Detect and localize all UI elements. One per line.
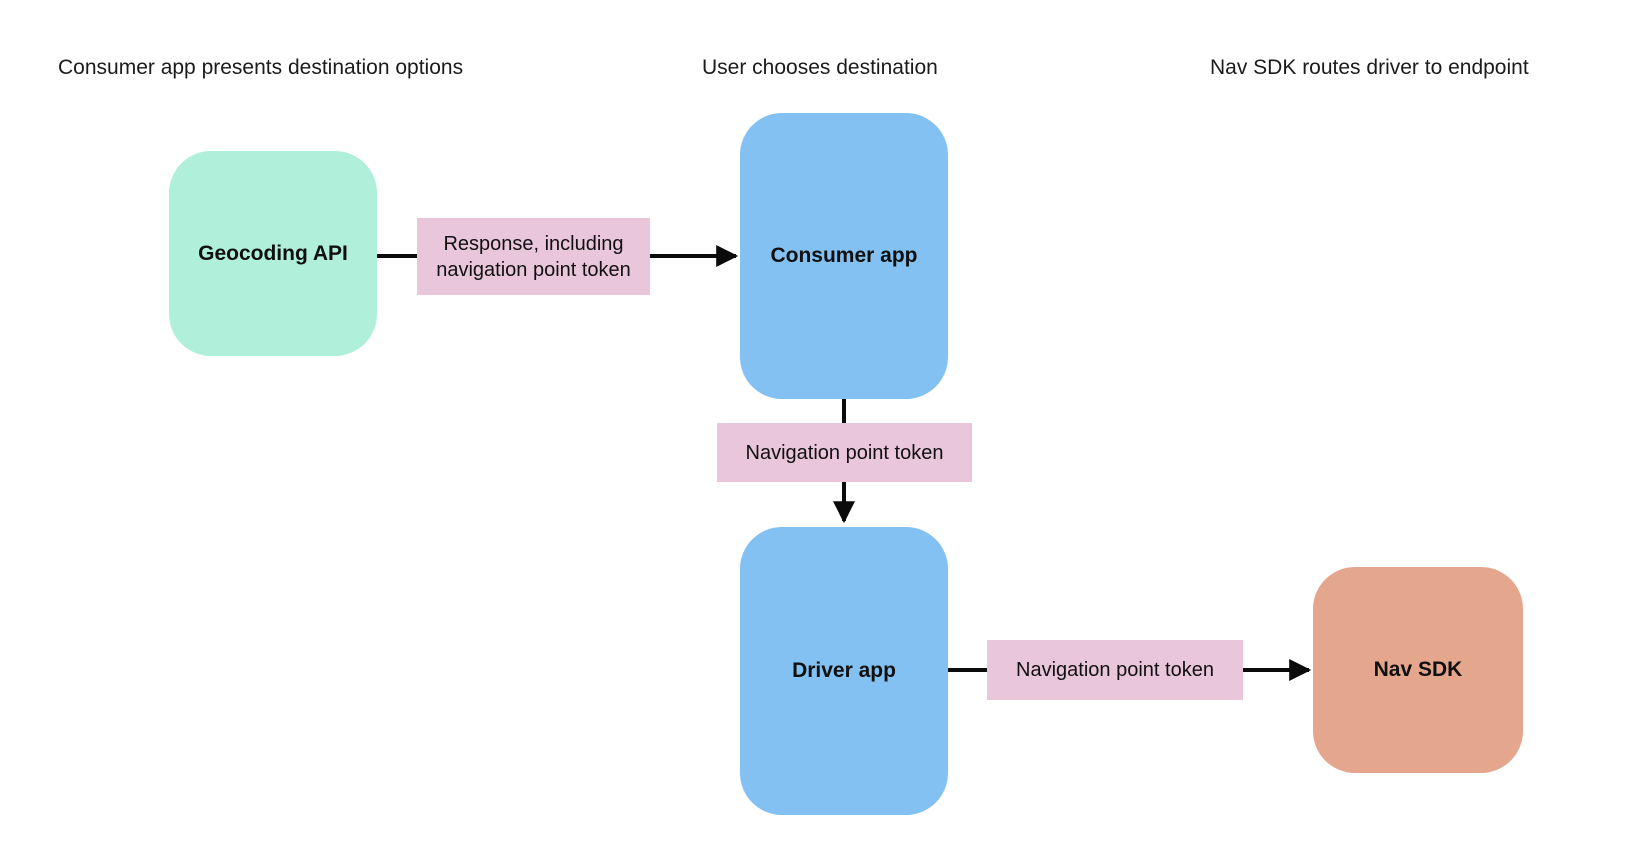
node-driver-app-label: Driver app: [792, 659, 896, 682]
stage-header-consumer-presents: Consumer app presents destination option…: [58, 56, 464, 79]
node-geocoding-api-label: Geocoding API: [198, 241, 348, 265]
node-nav-sdk: Nav SDK: [1313, 567, 1523, 773]
edge-label-navigation-point-token-horizontal: Navigation point token: [987, 640, 1243, 700]
node-driver-app: Driver app: [740, 527, 948, 815]
stage-header-user-chooses: User chooses destination: [702, 56, 938, 79]
edge-label-text: Navigation point token: [1016, 659, 1214, 681]
node-consumer-app: Consumer app: [740, 113, 948, 399]
edge-label-navigation-point-token-vertical: Navigation point token: [717, 423, 972, 482]
edge-label-text: Response, including navigation point tok…: [436, 232, 631, 281]
edge-label-response-including-navigation-point-token: Response, including navigation point tok…: [417, 218, 650, 295]
edge-label-text: Navigation point token: [745, 441, 944, 464]
stage-header-nav-sdk-routes: Nav SDK routes driver to endpoint: [1210, 56, 1529, 79]
node-geocoding-api: Geocoding API: [169, 151, 377, 356]
node-consumer-app-label: Consumer app: [770, 244, 918, 267]
node-nav-sdk-label: Nav SDK: [1373, 658, 1463, 681]
